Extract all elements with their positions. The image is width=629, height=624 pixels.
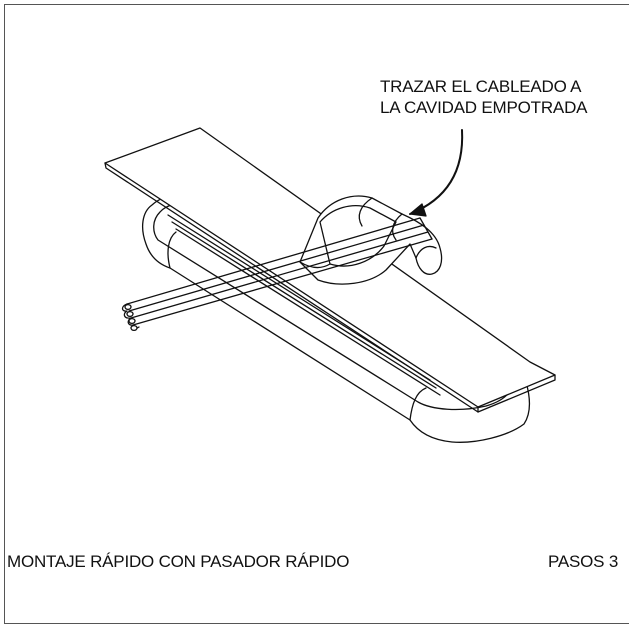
callout-label: TRAZAR EL CABLEADO A LA CAVIDAD EMPOTRAD… (380, 76, 587, 118)
callout-line-2: LA CAVIDAD EMPOTRADA (380, 98, 588, 117)
footer-steps: PASOS 3 (548, 552, 619, 571)
callout-line-1: TRAZAR EL CABLEADO A (380, 77, 582, 96)
mounting-illustration (104, 127, 556, 443)
callout-leader-arrow (409, 129, 464, 217)
footer-title: MONTAJE RÁPIDO CON PASADOR RÁPIDO (7, 552, 350, 571)
cable-bundle (121, 217, 433, 332)
